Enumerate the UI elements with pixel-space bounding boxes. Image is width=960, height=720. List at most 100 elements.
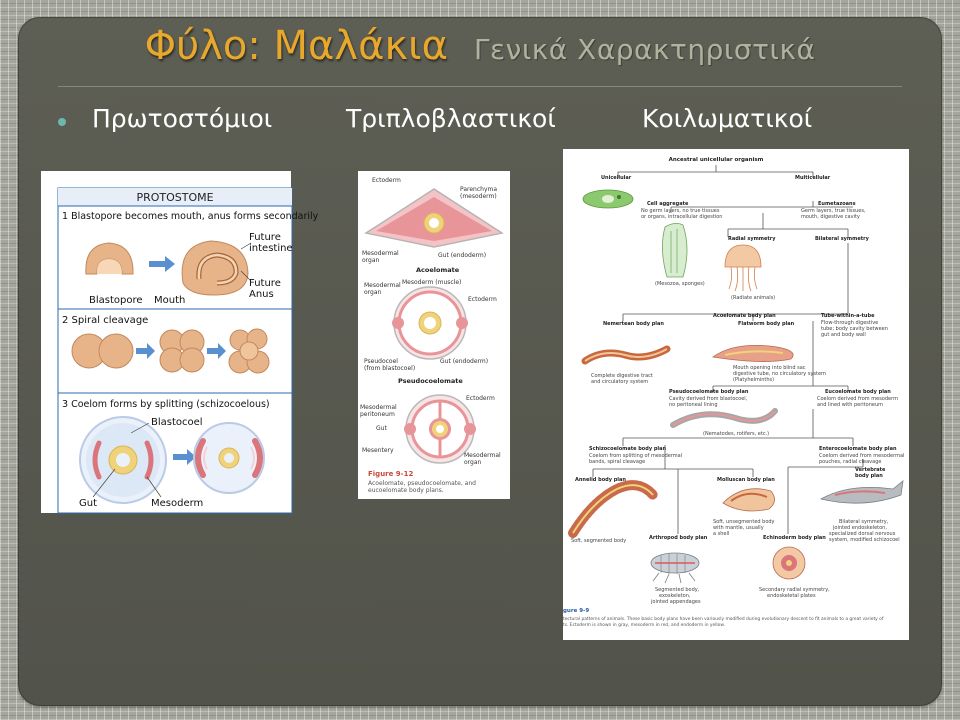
mesodermal-peritoneum-label-2: peritoneum [360, 411, 395, 418]
gut-endoderm-label-2: Gut (endoderm) [440, 358, 488, 365]
flatworm-note-2: digestive tube, no circulatory system [733, 371, 826, 377]
nematodes-label: (Nematodes, rotifers, etc.) [703, 431, 769, 437]
step3-label: 3 Coelom forms by splitting (schizocoelo… [62, 399, 270, 410]
step1-arrow-icon [149, 256, 175, 272]
annelid-note: Soft, segmented body [571, 538, 626, 544]
radial-symmetry-label: Radial symmetry [728, 236, 776, 242]
echinoderm-note-2: endoskeletal plates [767, 593, 816, 599]
caption-9-9-line-2: ts. Ectoderm is shown in gray, mesoderm … [563, 622, 725, 628]
mollusc-icon [722, 488, 775, 512]
step2-arrow-1-icon [136, 343, 155, 359]
molluscan-note-1: Soft, unsegmented body [713, 519, 775, 525]
molluscan-note-3: a shell [713, 531, 729, 537]
ectoderm-label: Ectoderm [372, 177, 401, 184]
ectoderm-label-2: Ectoderm [468, 296, 497, 303]
step3-arrow-icon [173, 449, 196, 465]
vertebrate-note-3: specialized dorsal nervous [829, 531, 896, 537]
cell-aggregate-note-2: or organs, intracellular digestion [641, 214, 722, 220]
eumetazoans-note-1: Germ layers, true tissues, [801, 208, 866, 214]
vertebrate-label-1: Vertebrate [855, 467, 886, 473]
molluscan-label: Molluscan body plan [717, 477, 775, 483]
jellyfish-icon [724, 244, 762, 268]
vertebrate-label-2: body plan [855, 473, 883, 479]
bullet-item: Πρωτοστόμιοι Τριπλοβλαστικοί Κοιλωματικο… [58, 102, 918, 142]
mesodermal-organ-label-5: Mesodermal [464, 452, 501, 459]
term-triploblastic: Τριπλοβλαστικοί [346, 104, 556, 133]
schizocoelomate-label: Schizocoelomate body plan [589, 446, 666, 452]
gut-endoderm-label-1: Gut (endoderm) [438, 252, 486, 259]
step2-arrow-2-icon [207, 343, 226, 359]
root-label: Ancestral unicellular organism [669, 157, 764, 163]
euco-note-1: Coelom derived from mesoderm [817, 396, 898, 402]
term-protostome: Πρωτοστόμιοι [92, 104, 273, 133]
eumetazoans-note-2: mouth, digestive cavity [801, 214, 860, 220]
enterocoelomate-label: Enterocoelomate body plan [819, 446, 897, 452]
caption-9-9-line-1: tectural patterns of animals. These basi… [563, 616, 884, 622]
molluscan-note-2: with mantle, usually [713, 525, 764, 531]
acoelomate-title: Acoelomate [416, 266, 460, 274]
entero-note-2: pouches, radial cleavage [819, 459, 881, 465]
flatworm-note-3: (Platyhelminths) [733, 377, 774, 383]
title-main: Φύλο: Μαλάκια [144, 23, 448, 69]
annelid-worm-icon [568, 480, 658, 538]
protostome-figure: PROTOSTOME 1 Blastopore becomes mouth, a… [41, 171, 319, 514]
body-plan-tree-figure: Ancestral unicellular organism Unicellul… [563, 149, 909, 640]
echinoderm-label: Echinoderm body plan [763, 535, 826, 541]
tube-note-1: Flow-through digestive [821, 320, 878, 326]
bilateral-symmetry-label: Bilateral symmetry [815, 236, 870, 242]
mesodermal-organ-label-1: Mesodermal [362, 250, 399, 257]
unicellular-label: Unicellular [601, 175, 632, 181]
pseudocoel-label-1: Pseudocoel [364, 358, 398, 365]
mesodermal-peritoneum-label-1: Mesodermal [360, 404, 397, 411]
mesentery-label: Mesentery [362, 447, 394, 454]
pseudocoelomate-title: Pseudocoelomate [398, 377, 463, 385]
echinoderm-note-1: Secondary radial symmetry, [759, 587, 830, 593]
term-coelomate: Κοιλωματικοί [642, 104, 813, 133]
pseudo-note-1: Cavity derived from blastocoel, [669, 396, 748, 402]
arthropod-note-1: Segmented body, [655, 587, 700, 593]
schizo-note-2: bands, spiral cleavage [589, 459, 645, 465]
arthropod-note-3: jointed appendages [650, 599, 701, 605]
blastocoel-label: Blastocoel [151, 417, 203, 428]
arthropod-label: Arthropod body plan [649, 535, 708, 541]
ectoderm-label-3: Ectoderm [466, 395, 495, 402]
tube-plan-label: Tube-within-a-tube [821, 313, 875, 319]
pseudocoel-label-2: (from blastocoel) [364, 365, 415, 372]
eucoelomate-plan-label: Eucoelomate body plan [825, 389, 891, 395]
future-intestine-label-1: Future [249, 232, 281, 243]
step2-label: 2 Spiral cleavage [62, 315, 148, 326]
caption-9-12-line-2: eucoelomate body plans. [368, 487, 444, 494]
future-anus-label-2: Anus [249, 289, 274, 300]
cell-aggregate-label: Cell aggregate [647, 201, 689, 207]
mesoderm-label: Mesoderm [151, 498, 203, 509]
mesodermal-organ-label-6: organ [464, 459, 482, 466]
tree-lines [592, 165, 864, 534]
radiate-label: (Radiate animals) [731, 295, 775, 301]
annelid-label: Annelid body plan [575, 477, 626, 483]
euco-note-2: and lined with peritoneum [817, 402, 883, 408]
future-anus-label-1: Future [249, 278, 281, 289]
mesoderm-muscle-label: Mesoderm (muscle) [402, 279, 461, 286]
mesodermal-organ-label-3: Mesodermal [364, 282, 401, 289]
body-plans-figure: Ectoderm Parenchyma (mesoderm) Mesoderma… [358, 171, 510, 499]
gut-label: Gut [79, 498, 97, 509]
entero-note-1: Coelom derived from mesodermal [819, 453, 904, 459]
vertebrate-note-1: Bilateral symmetry, [839, 519, 889, 525]
mesodermal-organ-label-2: organ [362, 257, 380, 264]
title-sub: Γενικά Χαρακτηριστικά [473, 33, 816, 66]
step1-label: 1 Blastopore becomes mouth, anus forms s… [62, 211, 319, 222]
blastopore-label: Blastopore [89, 295, 143, 306]
header-label: PROTOSTOME [136, 191, 213, 204]
pseudo-note-2: no peritoneal lining [669, 402, 718, 408]
header-band [58, 188, 292, 206]
vertebrate-note-4: system, modified schizocoel [829, 537, 900, 543]
tube-note-3: gut and body wall [821, 332, 866, 338]
caption-9-12-line-1: Acoelomate, pseudocoelomate, and [368, 480, 476, 487]
mesozoa-label: (Mesozoa, sponges) [655, 281, 705, 287]
flatworm-label: Flatworm body plan [738, 321, 795, 327]
parenchyma-label-2: (mesoderm) [460, 193, 497, 200]
slide-title: Φύλο: Μαλάκια Γενικά Χαρακτηριστικά [0, 18, 960, 82]
mesodermal-organ-label-4: organ [364, 289, 382, 296]
flatworm-icon [711, 345, 794, 362]
tube-note-2: tube; body cavity between [821, 326, 888, 332]
